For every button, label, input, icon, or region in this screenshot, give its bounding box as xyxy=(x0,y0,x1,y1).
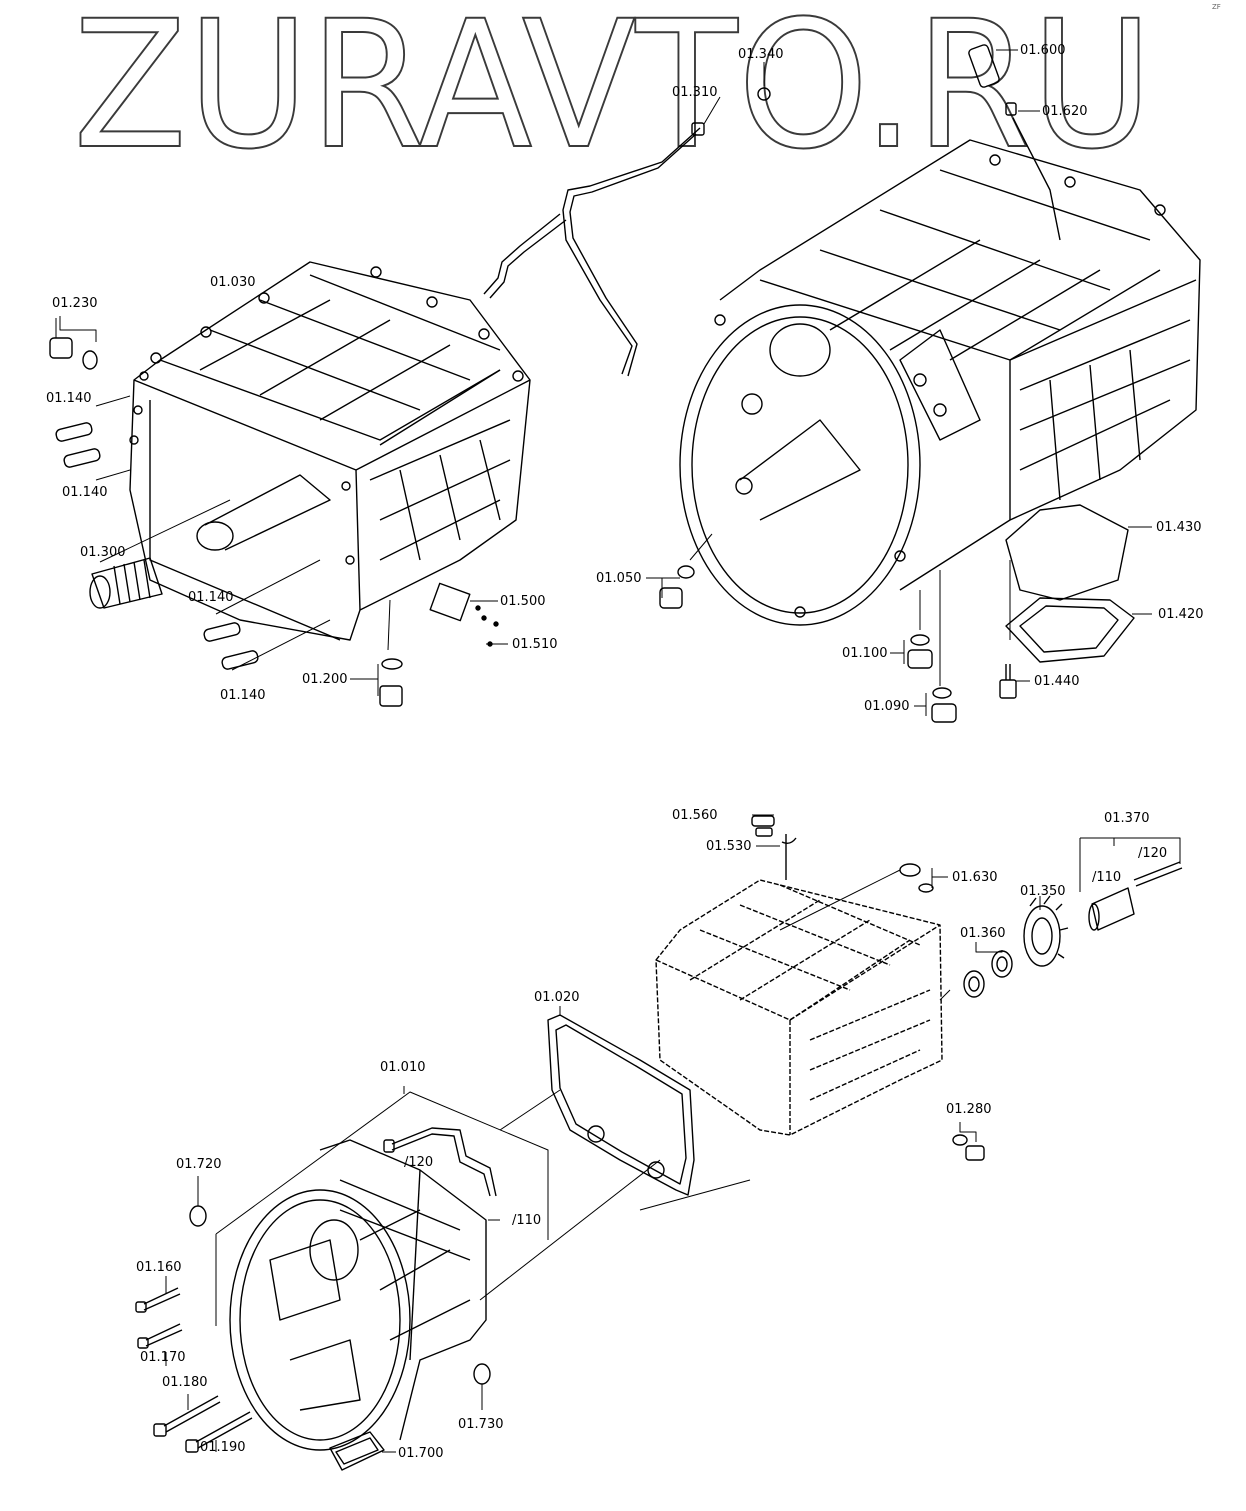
housing-gasket xyxy=(547,1014,695,1196)
callout-01170: 01.170 xyxy=(140,1350,186,1365)
callout-01370: 01.370 xyxy=(1104,811,1150,826)
callout-01440: 01.440 xyxy=(1034,674,1080,689)
callout-01020: 01.020 xyxy=(534,990,580,1005)
callout-01140-c: 01.140 xyxy=(188,590,234,605)
clutch-bell-housing xyxy=(229,1139,487,1451)
callout-01160: 01.160 xyxy=(136,1260,182,1275)
callout-01310: 01.310 xyxy=(672,85,718,100)
parts-exploded-right xyxy=(751,815,1183,1161)
callout-01700: 01.700 xyxy=(398,1446,444,1461)
parts-right-housing xyxy=(659,504,1135,723)
callout-01350: 01.350 xyxy=(1020,884,1066,899)
callout-01200: 01.200 xyxy=(302,672,348,687)
transmission-housing-complete xyxy=(679,139,1201,626)
callout-01090: 01.090 xyxy=(864,699,910,714)
callout-01360: 01.360 xyxy=(960,926,1006,941)
callout-01010-110: /110 xyxy=(512,1213,542,1228)
parts-left-housing xyxy=(49,337,499,707)
callout-01500: 01.500 xyxy=(500,594,546,609)
callout-01340: 01.340 xyxy=(738,47,784,62)
callout-01530: 01.530 xyxy=(706,839,752,854)
callout-01560: 01.560 xyxy=(672,808,718,823)
corner-mark: ZF xyxy=(1212,3,1221,11)
watermark: ZURAVTO.RU xyxy=(72,8,1154,158)
transmission-housing-rear xyxy=(129,261,531,641)
callout-01510: 01.510 xyxy=(512,637,558,652)
callout-01730: 01.730 xyxy=(458,1417,504,1432)
callout-01140-d: 01.140 xyxy=(220,688,266,703)
callout-01180: 01.180 xyxy=(162,1375,208,1390)
callout-01010: 01.010 xyxy=(380,1060,426,1075)
callout-01300: 01.300 xyxy=(80,545,126,560)
bell-housing-pipe xyxy=(383,1127,497,1197)
transmission-housing-exploded xyxy=(655,879,943,1136)
callout-01190: 01.190 xyxy=(200,1440,246,1455)
sensor-rod xyxy=(968,44,1061,241)
callout-01010-120: /120 xyxy=(404,1155,434,1170)
callout-01370-110: /110 xyxy=(1092,870,1122,885)
leader-lines xyxy=(55,49,1181,1453)
callout-01030: 01.030 xyxy=(210,275,256,290)
callout-01620: 01.620 xyxy=(1042,104,1088,119)
callout-01720: 01.720 xyxy=(176,1157,222,1172)
callout-01430: 01.430 xyxy=(1156,520,1202,535)
watermark-text: ZURAVTO.RU xyxy=(73,8,1153,158)
callout-01630: 01.630 xyxy=(952,870,998,885)
callout-01140-a: 01.140 xyxy=(46,391,92,406)
callout-01280: 01.280 xyxy=(946,1102,992,1117)
callout-01230: 01.230 xyxy=(52,296,98,311)
callout-01050: 01.050 xyxy=(596,571,642,586)
callout-01140-b: 01.140 xyxy=(62,485,108,500)
callout-01100: 01.100 xyxy=(842,646,888,661)
callout-01370-120: /120 xyxy=(1138,846,1168,861)
callout-01420: 01.420 xyxy=(1158,607,1204,622)
callout-01600: 01.600 xyxy=(1020,43,1066,58)
breather-pipe xyxy=(483,87,771,377)
